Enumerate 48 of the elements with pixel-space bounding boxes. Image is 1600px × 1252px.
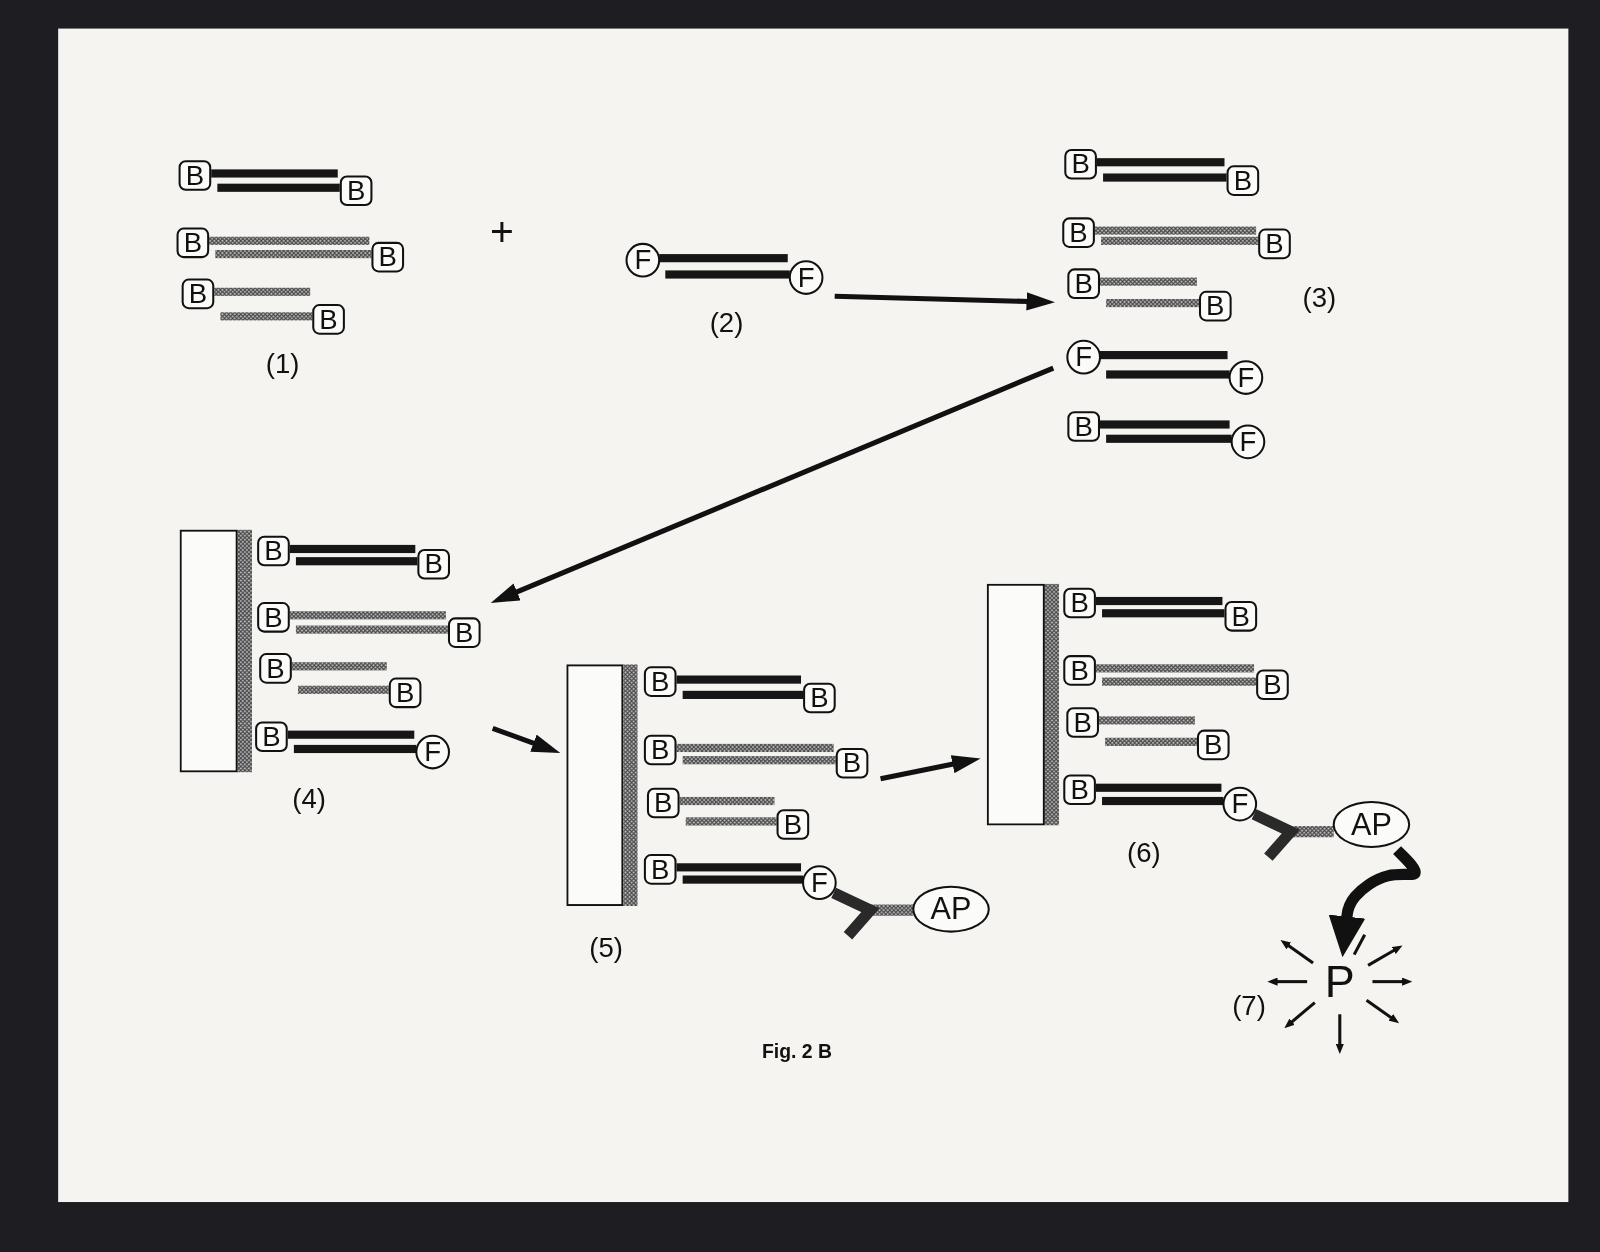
step-number: (2) [709, 307, 744, 340]
step-number: (5) [589, 932, 623, 964]
label-tag: B [339, 175, 373, 207]
label-tag: B [417, 549, 450, 580]
label-tag: B [1063, 655, 1096, 686]
label-tag: B [1067, 411, 1100, 442]
step-number: (6) [1127, 837, 1161, 869]
label-tag: B [1066, 707, 1099, 738]
label-tag: B [835, 747, 869, 779]
label-tag: B [1062, 217, 1095, 248]
label-tag: B [178, 160, 212, 191]
product-letter: P [1321, 958, 1359, 1006]
label-tag: B [643, 854, 677, 885]
label-tag: B [1199, 290, 1232, 322]
label-tag: B [776, 809, 810, 840]
label-tag: B [803, 682, 836, 714]
label-tag: B [388, 677, 422, 709]
label-tag: B [257, 535, 290, 567]
label-tag: B [176, 227, 210, 259]
label-tag: B [1196, 729, 1230, 761]
arrow [491, 725, 561, 753]
figure-caption: Fig. 2 B [761, 1040, 832, 1064]
step-number: (3) [1302, 282, 1337, 314]
arrow [880, 755, 981, 782]
label-tag: B [259, 653, 292, 684]
plus-sign: + [490, 209, 514, 256]
label-tag: B [1064, 149, 1097, 180]
label-tag: B [257, 602, 290, 633]
label-tag: B [1226, 165, 1260, 196]
label-tag: B [1258, 228, 1291, 260]
label-tag: B [1256, 669, 1289, 700]
step-number: (1) [265, 348, 300, 381]
label-tag: B [1067, 268, 1100, 299]
label-tag: B [1224, 601, 1258, 632]
arrow [834, 292, 1056, 311]
label-tag: B [181, 278, 215, 310]
arrow [490, 365, 1055, 603]
label-tag: B [255, 721, 288, 753]
step-number: (7) [1232, 990, 1266, 1022]
label-tag: B [371, 241, 405, 273]
label-tag: B [1063, 587, 1096, 619]
label-tag: B [312, 304, 345, 335]
label-tag: B [646, 787, 680, 819]
label-tag: B [1063, 774, 1096, 806]
label-tag: B [643, 666, 677, 697]
label-tag: B [447, 617, 481, 648]
label-tag: B [643, 734, 677, 766]
step-number: (4) [292, 783, 326, 815]
